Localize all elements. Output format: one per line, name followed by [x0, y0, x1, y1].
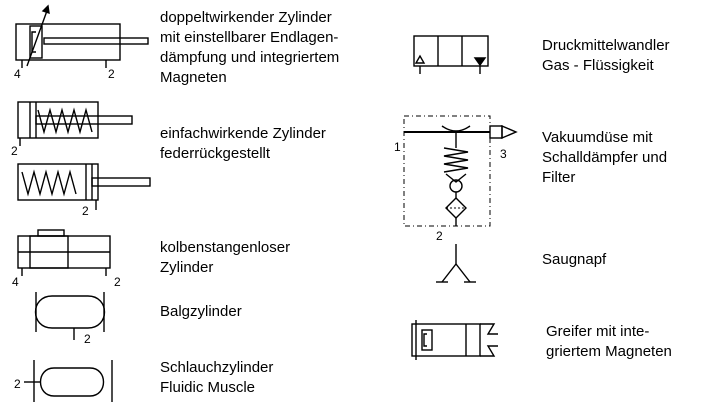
- label-single-acting-cylinder: einfachwirkende Zylinder federrückgestel…: [160, 125, 326, 162]
- port-label: 1: [394, 140, 401, 154]
- label-hose-cylinder: Schlauchzylinder Fluidic Muscle: [160, 359, 274, 396]
- single-acting-cylinder-symbol-2: [17, 163, 151, 210]
- port-label: 2: [436, 229, 443, 243]
- rodless-cylinder-symbol: [17, 229, 111, 276]
- bellows-cylinder-symbol: [35, 292, 105, 340]
- port-label: 2: [11, 144, 18, 158]
- port-label: 2: [82, 204, 89, 218]
- label-pressure-converter: Druckmittelwandler Gas - Flüssigkeit: [542, 37, 670, 74]
- port-label: 2: [84, 332, 91, 346]
- port-label: 4: [14, 67, 21, 81]
- label-bellows-cylinder: Balgzylinder: [160, 303, 242, 320]
- port-label: 2: [114, 275, 121, 289]
- port-label: 3: [500, 147, 507, 161]
- label-suction-cup: Saugnapf: [542, 251, 607, 268]
- gripper-symbol: [411, 320, 498, 360]
- suction-cup-symbol: [436, 244, 476, 283]
- port-label: 2: [108, 67, 115, 81]
- hose-cylinder-symbol: [24, 360, 113, 402]
- port-label: 2: [14, 377, 21, 391]
- port-label: 4: [12, 275, 19, 289]
- label-vacuum-nozzle: Vakuumdüse mit Schalldämpfer und Filter: [542, 129, 668, 186]
- double-acting-cylinder-symbol: [15, 4, 149, 68]
- label-double-acting-cylinder: doppeltwirkender Zylinder mit einstellba…: [160, 9, 340, 86]
- label-gripper: Greifer mit inte- griertem Magneten: [546, 323, 672, 360]
- single-acting-cylinder-symbol-1: [17, 101, 133, 146]
- label-rodless-cylinder: kolbenstangenloser Zylinder: [160, 239, 291, 276]
- vacuum-nozzle-symbol: [403, 115, 518, 227]
- pressure-converter-symbol: [413, 35, 489, 74]
